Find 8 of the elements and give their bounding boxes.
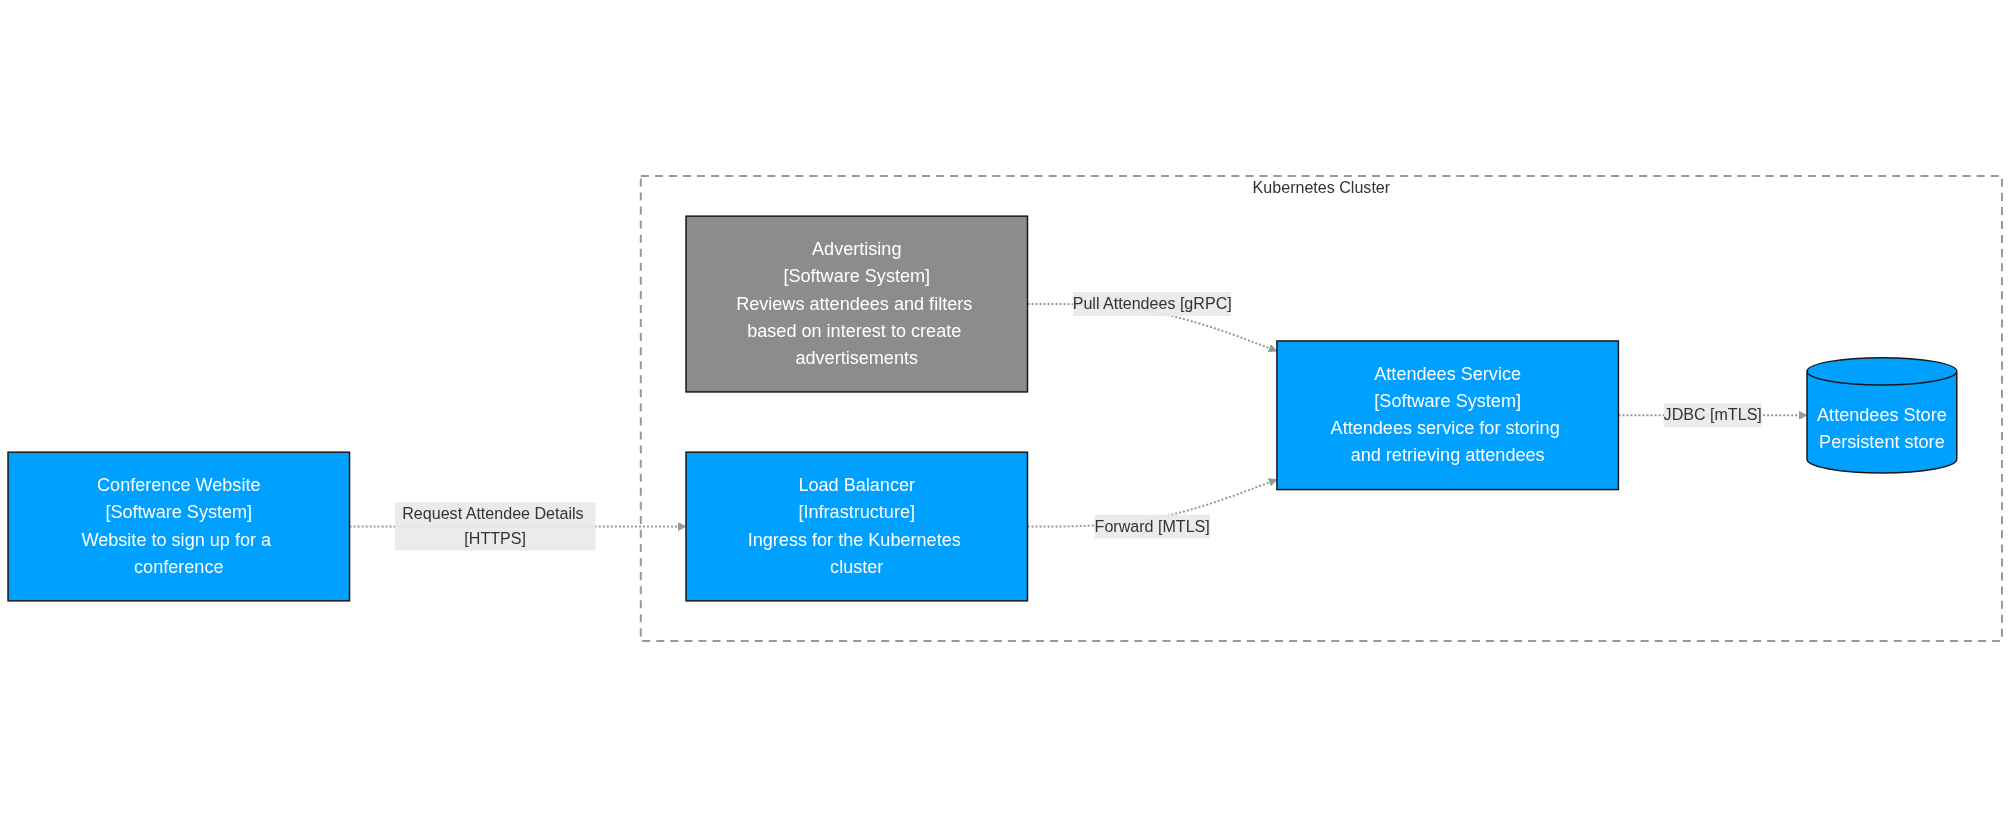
node-box: Advertising [Software System] Reviews attendees and filters based on interest to create advertisements <box>685 215 1029 393</box>
edge-label: JDBC [mTLS] <box>1663 406 1762 424</box>
edge-label: Pull Attendees [gRPC] <box>1072 295 1232 313</box>
node-box: Load Balancer [Infrastructure] Ingress for the Kubernetes cluster <box>685 451 1029 602</box>
edge-label: Request Attendee Details [HTTPS] <box>402 505 584 547</box>
node-box: Attendees Service [Software System] Attendees service for storing and retrieving attendees <box>1276 340 1620 491</box>
edge-label: Forward [MTLS] <box>1094 517 1210 535</box>
node-box: Conference Website [Software System] Website to sign up for a conference <box>7 451 351 602</box>
